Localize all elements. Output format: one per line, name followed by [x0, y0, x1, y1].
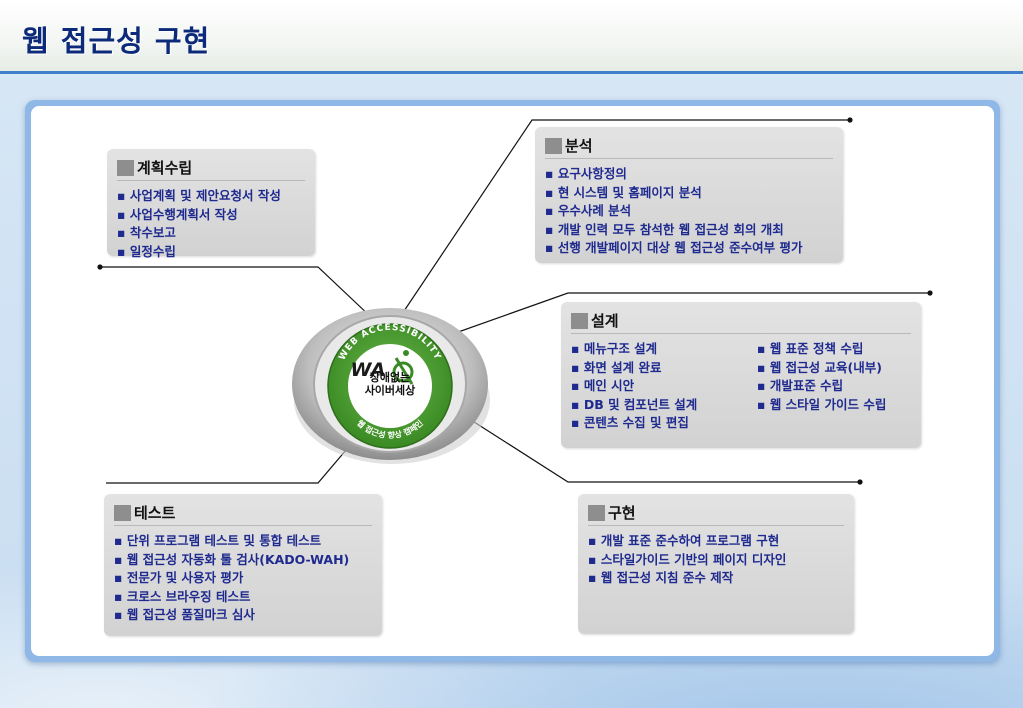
implementation-box: 구현 개발 표준 준수하여 프로그램 구현 스타일가이드 기반의 페이지 디자인… [578, 494, 854, 634]
planning-box: 계획수립 사업계획 및 제안요청서 작성 사업수행계획서 작성 착수보고 일정수… [107, 149, 315, 259]
list-item: 전문가 및 사용자 평가 [114, 569, 372, 588]
list-item: 메뉴구조 설계 [571, 340, 757, 359]
planning-title: 계획수립 [117, 157, 305, 181]
planning-title-text: 계획수립 [137, 159, 193, 177]
list-item: 웹 접근성 지침 준수 제작 [588, 569, 844, 588]
list-item: 개발표준 수립 [757, 377, 886, 396]
header-bar: 웹 접근성 구현 [0, 0, 1023, 74]
list-item: DB 및 컴포넌트 설계 [571, 396, 757, 415]
test-title: 테스트 [114, 502, 372, 526]
emblem-logo: WA [351, 359, 386, 381]
list-item: 웹 접근성 교육(내부) [757, 359, 886, 378]
connector-dot-implementation [857, 479, 863, 485]
list-item: 단위 프로그램 테스트 및 통합 테스트 [114, 532, 372, 551]
design-title: 설계 [571, 310, 911, 334]
analysis-box: 분석 요구사항정의 현 시스템 및 홈페이지 분석 우수사례 분석 개발 인력 … [535, 127, 843, 263]
list-item: 크로스 브라우징 테스트 [114, 588, 372, 607]
list-item: 우수사례 분석 [545, 202, 833, 221]
design-box: 설계 메뉴구조 설계 화면 설계 완료 메인 시안 DB 및 컴포넌트 설계 콘… [561, 302, 921, 448]
connector-analysis [395, 119, 850, 324]
square-bullet-icon [588, 504, 605, 521]
emblem-slogan-line1: 장애없는 [369, 371, 411, 384]
list-item: 화면 설계 완료 [571, 359, 757, 378]
list-item: 일정수립 [117, 243, 305, 262]
square-bullet-icon [117, 159, 134, 176]
page-title: 웹 접근성 구현 [22, 24, 211, 58]
list-item: 요구사항정의 [545, 165, 833, 184]
connector-planning [100, 266, 373, 319]
web-accessibility-emblem: WEB ACCESSIBILITY 웹 접근성 향상 캠페인 WA [292, 308, 490, 464]
list-item: 사업수행계획서 작성 [117, 206, 305, 225]
list-item: 선행 개발페이지 대상 웹 접근성 준수여부 평가 [545, 239, 833, 258]
list-item: 스타일가이드 기반의 페이지 디자인 [588, 551, 844, 570]
list-item: 콘텐츠 수집 및 편집 [571, 414, 757, 433]
list-item: 착수보고 [117, 224, 305, 243]
implementation-title-text: 구현 [608, 504, 636, 522]
list-item: 현 시스템 및 홈페이지 분석 [545, 184, 833, 203]
connector-dot-planning [97, 264, 103, 270]
list-item: 개발 표준 준수하여 프로그램 구현 [588, 532, 844, 551]
connector-design [429, 292, 930, 343]
connector-dot-analysis [847, 117, 853, 123]
emblem-slogan: 장애없는 사이버세상 [340, 371, 440, 397]
square-bullet-icon [114, 504, 131, 521]
list-item: 웹 접근성 품질마크 심사 [114, 606, 372, 625]
wheelchair-icon [392, 350, 414, 385]
list-item: 웹 접근성 자동화 툴 검사(KADO-WAH) [114, 551, 372, 570]
implementation-title: 구현 [588, 502, 844, 526]
analysis-title-text: 분석 [565, 137, 593, 155]
emblem-slogan-line2: 사이버세상 [364, 384, 416, 397]
emblem-white-center [348, 344, 432, 428]
list-item: 메인 시안 [571, 377, 757, 396]
square-bullet-icon [545, 137, 562, 154]
design-title-text: 설계 [591, 312, 619, 330]
list-item: 개발 인력 모두 참석한 웹 접근성 회의 개최 [545, 221, 833, 240]
connector-implementation [445, 403, 860, 483]
connector-dot-design [927, 290, 933, 296]
list-item: 사업계획 및 제안요청서 작성 [117, 187, 305, 206]
analysis-title: 분석 [545, 135, 833, 159]
list-item: 웹 표준 정책 수립 [757, 340, 886, 359]
list-item: 웹 스타일 가이드 수립 [757, 396, 887, 415]
test-box: 테스트 단위 프로그램 테스트 및 통합 테스트 웹 접근성 자동화 툴 검사(… [104, 494, 382, 636]
square-bullet-icon [571, 312, 588, 329]
test-title-text: 테스트 [134, 504, 176, 522]
